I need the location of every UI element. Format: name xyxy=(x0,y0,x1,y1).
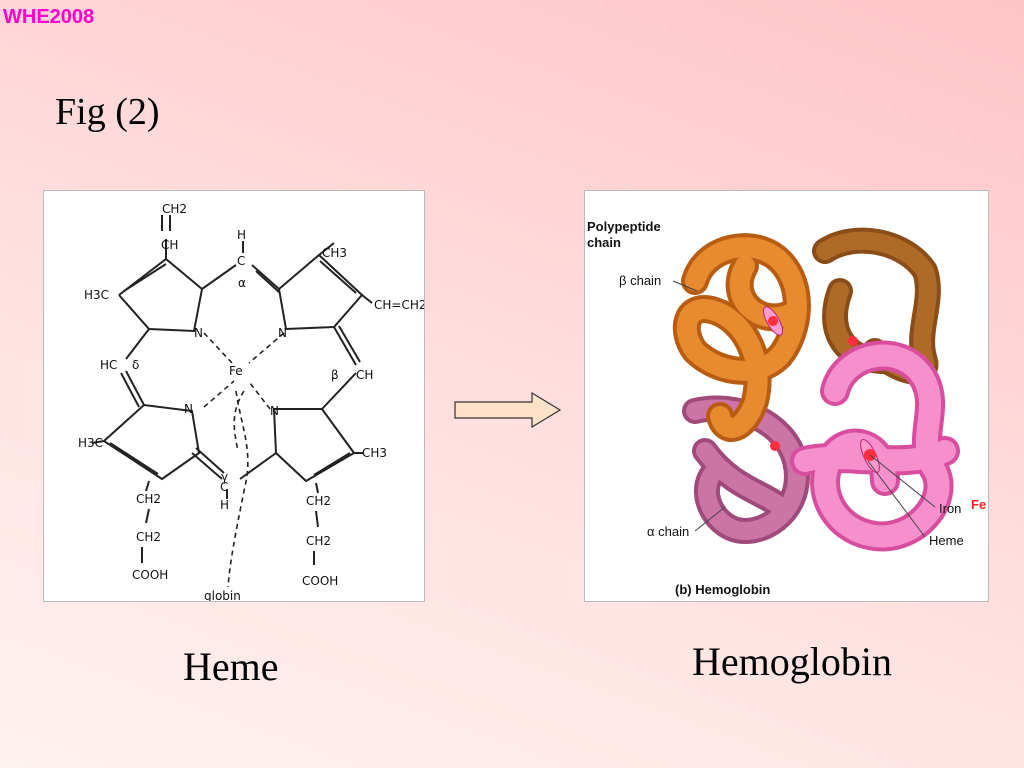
label-h-gamma: H xyxy=(220,498,229,512)
label-polypeptide-1: Polypeptide xyxy=(587,219,661,234)
label-delta: δ xyxy=(132,358,139,372)
watermark: WHE2008 xyxy=(3,6,95,28)
label-vinyl-right: CH=CH2 xyxy=(374,298,424,312)
label-panel-caption: (b) Hemoglobin xyxy=(675,582,770,597)
label-polypeptide-2: chain xyxy=(587,235,621,250)
label-iron: Iron xyxy=(939,501,961,516)
label-h3c-left: H3C xyxy=(84,288,109,302)
pyrrole-ring-top-left xyxy=(118,257,204,333)
right-arrow-icon xyxy=(454,392,562,428)
label-fe: Fe xyxy=(229,364,243,378)
heme-caption: Heme xyxy=(183,644,279,689)
label-heme: Heme xyxy=(929,533,964,548)
label-n-bottom-right: N xyxy=(270,404,279,418)
label-globin: globin xyxy=(204,589,241,601)
label-beta-chain: β chain xyxy=(619,273,661,288)
label-beta: β xyxy=(331,368,339,382)
pyrrole-ring-bottom-left xyxy=(103,403,201,481)
pyrrole-ring-top-right xyxy=(278,253,364,331)
hemoglobin-diagram: Polypeptide chain β chain α chain Iron F… xyxy=(584,190,989,602)
label-alpha: α xyxy=(238,276,246,290)
label-ch-beta: CH xyxy=(356,368,373,382)
heme-structure-diagram: CH2 CH H C α CH3 CH=CH2 H3C N N Fe HC δ … xyxy=(43,190,425,602)
label-c-gamma: C xyxy=(220,480,228,494)
hemoglobin-svg: Polypeptide chain β chain α chain Iron F… xyxy=(587,219,986,597)
label-n-bottom-left: N xyxy=(184,402,193,416)
label-c-alpha: C xyxy=(237,254,245,268)
label-ch3-top-right: CH3 xyxy=(322,246,347,260)
label-alpha-chain: α chain xyxy=(647,524,689,539)
label-ch2-left-1: CH2 xyxy=(136,492,161,506)
label-cooh-left: COOH xyxy=(132,568,168,582)
label-h3c-bottom-left: H3C xyxy=(78,436,103,450)
label-ch3-bottom-right: CH3 xyxy=(362,446,387,460)
hemoglobin-caption: Hemoglobin xyxy=(692,639,892,684)
figure-title: Fig (2) xyxy=(55,91,160,133)
label-ch2-left-2: CH2 xyxy=(136,530,161,544)
label-ch2-right-1: CH2 xyxy=(306,494,331,508)
heme-structure-svg: CH2 CH H C α CH3 CH=CH2 H3C N N Fe HC δ … xyxy=(78,202,424,601)
label-fe-red: Fe xyxy=(971,497,986,512)
label-n-top-right: N xyxy=(278,326,287,340)
label-ch2-right-2: CH2 xyxy=(306,534,331,548)
label-n-top-left: N xyxy=(194,326,203,340)
pyrrole-ring-bottom-right xyxy=(273,408,356,483)
label-gamma: γ xyxy=(221,470,228,484)
label-cooh-right: COOH xyxy=(302,574,338,588)
label-ch2-top: CH2 xyxy=(162,202,187,216)
label-h-alpha: H xyxy=(237,228,246,242)
label-ch-top: CH xyxy=(161,238,178,252)
label-hc-delta: HC xyxy=(100,358,117,372)
